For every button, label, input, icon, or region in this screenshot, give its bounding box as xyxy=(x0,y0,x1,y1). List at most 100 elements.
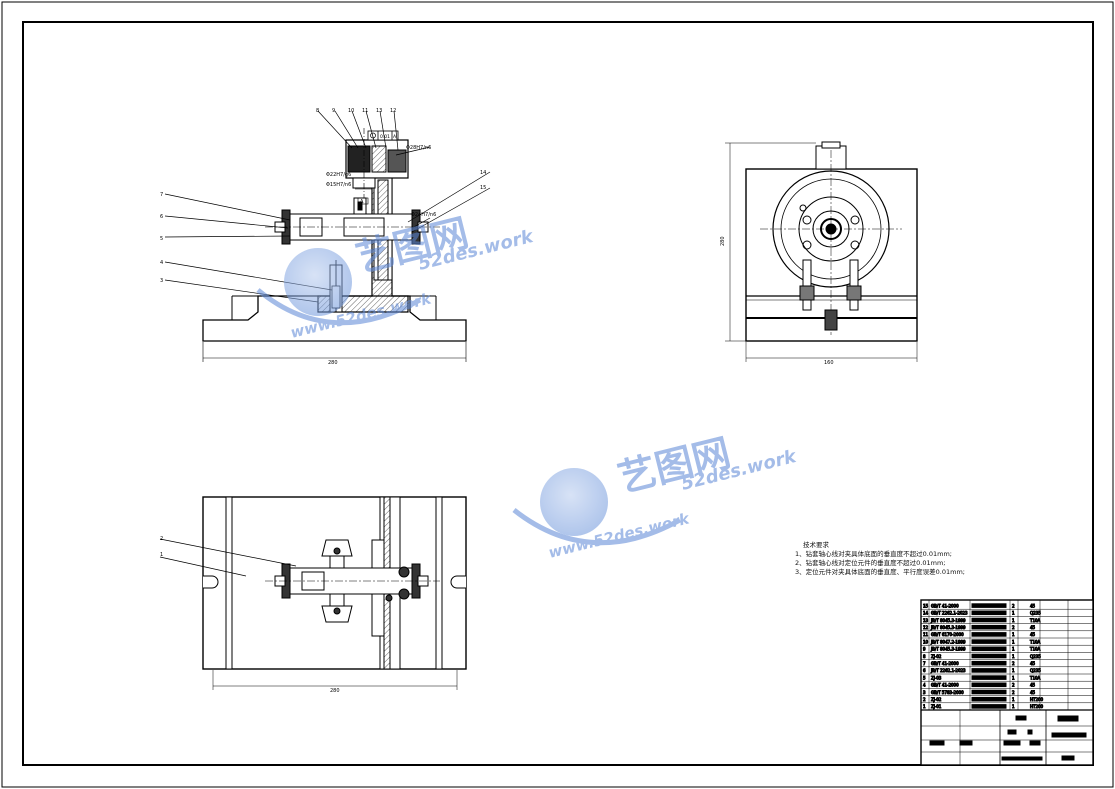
bom-name-cell xyxy=(971,660,1007,666)
bom-no: 12 xyxy=(923,625,929,630)
bom-standard: GB/T 41-2000 xyxy=(931,661,959,666)
bom-name-cell xyxy=(971,624,1007,630)
bom-standard: ZJ-01 xyxy=(931,704,942,709)
balloon-7: 7 xyxy=(160,192,163,198)
balloon-2: 2 xyxy=(160,536,163,542)
balloon-13: 13 xyxy=(376,108,382,114)
bom-standard: JB/T 8045.3-1999 xyxy=(930,618,966,623)
bom-qty: 1 xyxy=(1012,632,1015,637)
bom-material: 45 xyxy=(1030,661,1036,666)
bom-name-cell xyxy=(971,603,1007,608)
bom-standard: GB/T 2262.1-2023 xyxy=(931,611,968,616)
bom-no: 4 xyxy=(923,683,926,688)
bom-no: 3 xyxy=(923,690,926,695)
bom-qty: 1 xyxy=(1012,639,1015,644)
bom-standard: GB/T 5783-2000 xyxy=(931,690,964,695)
bom-material: Q235 xyxy=(1030,654,1041,659)
bom-qty: 2 xyxy=(1012,690,1015,695)
balloon-6: 6 xyxy=(160,214,163,220)
bom-qty: 1 xyxy=(1012,654,1015,659)
bom-standard: JB/T 8045.3-1999 xyxy=(930,647,966,652)
bom-no: 7 xyxy=(923,661,926,666)
bom-no: 14 xyxy=(923,611,929,616)
bom-name-cell xyxy=(971,646,1007,652)
bom-material: T10A xyxy=(1029,639,1041,644)
bom-standard: ZJ-03 xyxy=(931,675,942,680)
tech-item-2: 2、钻套轴心线对定位元件的垂直度不超过0.01mm; xyxy=(795,559,946,567)
balloon-11: 11 xyxy=(362,108,368,114)
bom-name-cell xyxy=(971,617,1007,623)
bom-material: 45 xyxy=(1030,683,1036,688)
side-view xyxy=(725,141,918,362)
tolerance-fit-3: Φ15H7/n6 xyxy=(326,182,351,188)
bom-no: 1 xyxy=(923,704,926,709)
bom-name-cell xyxy=(971,668,1007,673)
front-view xyxy=(164,110,491,362)
tech-item-1: 1、钻套轴心线对夹具体底面的垂直度不超过0.01mm; xyxy=(795,550,952,558)
bom-no: 13 xyxy=(923,618,929,623)
inner-frame xyxy=(22,21,1094,766)
bom-no: 11 xyxy=(923,632,929,637)
bom-standard: GB/T 41-2000 xyxy=(931,603,959,608)
bom-standard: JB/T 8045.3-1999 xyxy=(930,625,966,630)
balloon-1: 1 xyxy=(160,552,163,558)
bom-qty: 2 xyxy=(1012,603,1015,608)
bom-material: 45 xyxy=(1030,632,1036,637)
dim-plan-width: 280 xyxy=(330,688,340,694)
bom-name-cell xyxy=(971,610,1007,616)
tolerance-fit-1: Φ28H7/n6 xyxy=(406,145,431,151)
dim-side-width: 160 xyxy=(824,360,834,366)
bom-name-cell xyxy=(971,689,1007,695)
tolerance-fit-2: Φ22H7/g6 xyxy=(326,172,351,178)
bom-material: T10A xyxy=(1029,675,1041,680)
bom-no: 2 xyxy=(923,697,926,702)
bom-qty: 1 xyxy=(1012,647,1015,652)
dim-front-width: 280 xyxy=(328,360,338,366)
bom-qty: 1 xyxy=(1012,611,1015,616)
bom-material: HT200 xyxy=(1030,697,1044,702)
bom-no: 9 xyxy=(923,647,926,652)
bom-name-cell xyxy=(971,632,1007,637)
bom-qty: 1 xyxy=(1012,675,1015,680)
tolerance-fit-4: Φ24H7/n6 xyxy=(411,212,436,218)
bom-qty: 2 xyxy=(1012,625,1015,630)
bom-material: 45 xyxy=(1030,603,1036,608)
tolerance-value: 0.01 xyxy=(380,134,390,140)
balloon-15: 15 xyxy=(480,185,486,191)
bom-material: Q235 xyxy=(1030,668,1041,673)
balloon-14: 14 xyxy=(480,170,486,176)
dim-side-height: 280 xyxy=(720,236,726,246)
balloon-4: 4 xyxy=(160,260,163,266)
bom-material: HT200 xyxy=(1030,704,1044,709)
watermark-center: 艺图网 52des.work www.52des.work xyxy=(512,430,799,562)
bom-standard: ZJ-02 xyxy=(931,654,942,659)
balloon-10: 10 xyxy=(348,108,354,114)
bom-no: 6 xyxy=(923,668,926,673)
bom-material: Q235 xyxy=(1030,611,1041,616)
tech-heading: 技术要求 xyxy=(803,541,829,549)
datum-label: A xyxy=(360,199,364,205)
bom-standard: JB/T 2262.1-2023 xyxy=(930,668,966,673)
balloon-3: 3 xyxy=(160,278,163,284)
tolerance-datum: A xyxy=(393,134,397,140)
balloon-9: 9 xyxy=(332,108,335,114)
bom-material: 45 xyxy=(1030,690,1036,695)
bom-name-cell xyxy=(971,675,1007,680)
bom-material: 45 xyxy=(1030,625,1036,630)
bom-qty: 1 xyxy=(1012,668,1015,673)
bom-standard: JB/T 8047.2-1999 xyxy=(930,639,966,644)
bom-no: 5 xyxy=(923,675,926,680)
bom-no: 10 xyxy=(923,639,929,644)
bom-qty: 1 xyxy=(1012,697,1015,702)
bom-name-cell xyxy=(971,639,1007,644)
bom-material: T10A xyxy=(1029,618,1041,623)
bom-no: 15 xyxy=(923,603,929,608)
technical-requirements: 技术要求 1、钻套轴心线对夹具体底面的垂直度不超过0.01mm; 2、钻套轴心线… xyxy=(795,541,965,577)
bom-qty: 1 xyxy=(1012,704,1015,709)
plan-view xyxy=(159,496,467,690)
bom-standard: ZJ-02 xyxy=(931,697,942,702)
